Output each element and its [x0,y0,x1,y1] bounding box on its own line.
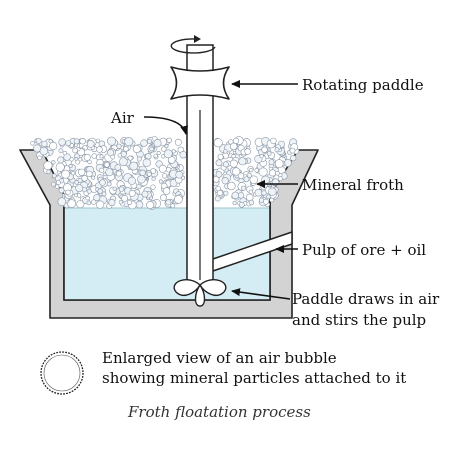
air-bubble-icon [40,351,84,395]
label-mineral-froth: Mineral froth [302,176,404,194]
caption: Froth floatation process [127,403,311,421]
rotating-paddle [170,66,230,100]
label-pulp: Pulp of ore + oil [302,241,426,259]
label-paddle-line1: Paddle draws in air [292,290,440,308]
label-paddle-line2: and stirs the pulp [292,311,426,329]
label-rotating-paddle: Rotating paddle [302,76,424,94]
paddle-blades [173,279,227,307]
rotation-arrow-icon [170,35,216,54]
label-air: Air [110,109,135,127]
label-arrows [143,80,298,300]
froth-bubbles [30,136,300,210]
label-bubble-line1: Enlarged view of an air bubble [102,349,337,367]
label-bubble-line2: showing mineral particles attached to it [102,369,406,387]
